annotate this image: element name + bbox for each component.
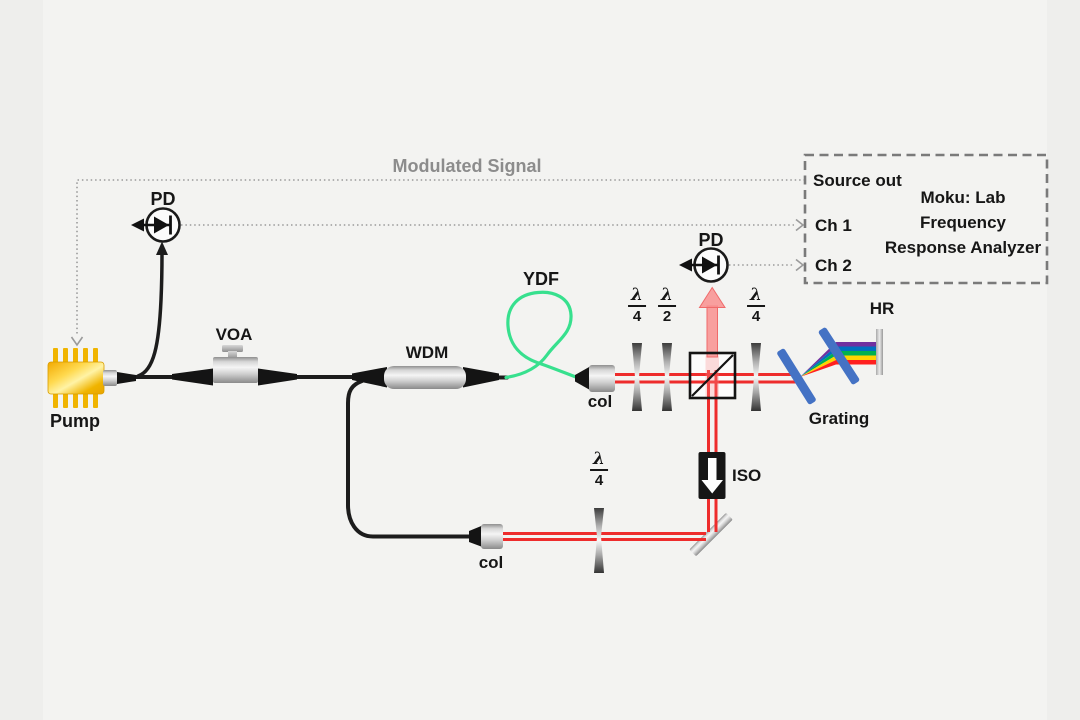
voa-body (213, 357, 258, 383)
waveplate-quarter-1 (632, 343, 642, 411)
voa-knob-stem (228, 351, 237, 359)
isolator (698, 452, 726, 499)
ch1-label: Ch 1 (815, 216, 852, 235)
modulated-signal-line (70, 179, 805, 347)
voa-attenuator (213, 345, 258, 383)
waveplate-quarter-3 (594, 508, 604, 573)
wp4-label: λ 4 (590, 451, 608, 490)
rainbow-fan (800, 342, 877, 377)
waveplate-quarter-2 (751, 343, 761, 411)
wp2-label: λ 2 (658, 287, 676, 326)
waveplates (594, 343, 761, 573)
pink-arrow-shaft (706, 305, 718, 358)
col-top-body (589, 365, 615, 392)
grating-bar-2 (818, 327, 860, 385)
pump-label: Pump (49, 411, 101, 431)
analyzer-box (803, 153, 1049, 285)
col-bottom-body (481, 524, 503, 549)
stripe-blue (836, 346, 877, 351)
grating-label: Grating (808, 409, 870, 428)
ydf-label: YDF (523, 269, 559, 289)
fiber-wdm-bottom-col (346, 379, 472, 539)
hr-label: HR (869, 299, 895, 318)
wp2-lambda: λ (658, 287, 676, 307)
black-fibers (132, 251, 509, 539)
fiber-tapers (117, 366, 590, 547)
wp4-lambda: λ (590, 451, 608, 471)
wp3-label: λ 4 (747, 287, 765, 326)
pink-arrowhead (698, 286, 726, 308)
wp1-den: 4 (632, 308, 642, 325)
analyzer-name-line2: Frequency (920, 213, 1006, 232)
pump-cone (117, 372, 136, 384)
analyzer-name-line3: Response Analyzer (884, 238, 1042, 257)
col-bottom-cone (469, 525, 483, 547)
modulated-signal-label: Modulated Signal (392, 156, 542, 176)
wp3-lambda: λ (747, 287, 765, 307)
pd-top-label: PD (150, 189, 176, 209)
fan-band-red (800, 360, 836, 377)
wdm-right-taper (463, 367, 499, 388)
right-arrowhead (795, 218, 805, 232)
fan-band-violet (800, 342, 836, 377)
waveplate-half (662, 343, 672, 411)
stripe-yellow (836, 355, 877, 360)
pd1-to-ch1-line (181, 218, 805, 232)
wp1-label: λ 4 (628, 287, 646, 326)
col-top-label: col (587, 392, 613, 411)
pd-mid-label: PD (698, 230, 724, 250)
wp3-den: 4 (751, 308, 761, 325)
fan-band-green (800, 351, 836, 377)
beamsplitter-cube (688, 351, 737, 400)
fan-band-blue (800, 346, 836, 377)
grating-bars (777, 327, 860, 405)
iso-arrow-shaft (708, 458, 717, 481)
fiber-tap-to-pd (136, 251, 164, 378)
pump-ferrule (103, 370, 117, 386)
pump-pins (53, 348, 98, 408)
analyzer-name-line1: Moku: Lab (920, 188, 1006, 207)
photodiode-mid (679, 247, 729, 283)
photodiode-top (131, 207, 181, 243)
pd2-to-ch2-line (729, 258, 805, 272)
wp2-den: 2 (662, 308, 672, 325)
wp4-den: 4 (594, 472, 604, 489)
pd2-output-arrowhead (679, 258, 692, 272)
wdm-left-taper (352, 367, 387, 388)
beamsplitter-diagonal (691, 354, 734, 397)
wp1-lambda: λ (628, 287, 646, 307)
pump-body (47, 361, 105, 395)
pd1-output-arrowhead (131, 218, 144, 232)
iso-label: ISO (732, 466, 762, 485)
ch2-label: Ch 2 (815, 256, 852, 275)
stripe-green (836, 351, 877, 356)
col-bottom-label: col (478, 553, 504, 572)
stripe-violet (836, 342, 877, 347)
stripe-red (836, 360, 877, 365)
fan-band-yellow (800, 355, 836, 377)
voa-left-taper (172, 368, 213, 386)
voa-label: VOA (215, 325, 253, 344)
wdm-body (384, 366, 466, 389)
pink-output-arrow (698, 286, 726, 358)
tap-arrowhead (156, 241, 168, 255)
down-arrowhead (70, 336, 84, 347)
iso-arrowhead (701, 480, 723, 494)
grating-bar-1 (777, 348, 816, 405)
col-top-cone (575, 366, 590, 390)
wdm-label: WDM (405, 343, 449, 362)
source-out-label: Source out (813, 171, 902, 190)
voa-knob-cap (222, 345, 243, 352)
fold-mirror (689, 513, 733, 556)
right-arrowhead (795, 258, 805, 272)
ydf-fiber-coil (504, 290, 579, 380)
voa-right-taper (258, 368, 297, 386)
hr-mirror (876, 329, 883, 375)
pump-laser (47, 348, 117, 408)
